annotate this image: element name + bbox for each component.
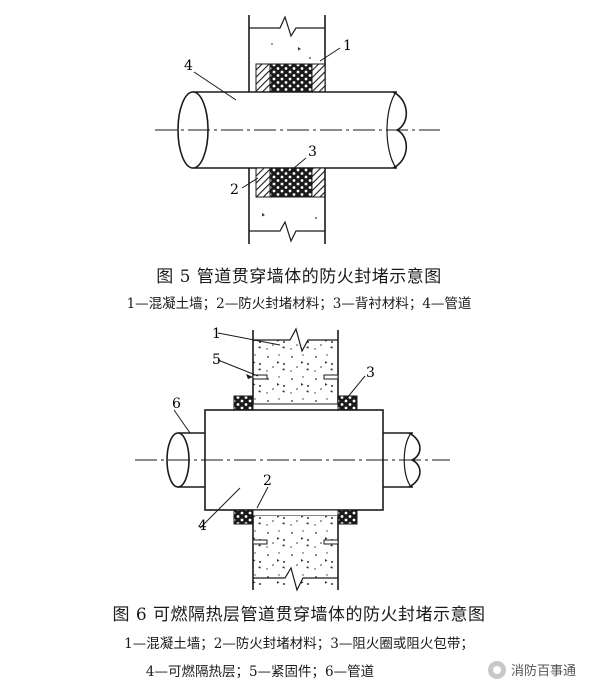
fig5-sealant-top-right xyxy=(311,63,326,93)
figure-6-legend-line1: 1—混凝土墙；2—防火封堵材料；3—阻火圈或阻火包带； xyxy=(124,636,474,652)
watermark: 消防百事通 xyxy=(488,660,576,679)
fig6-fastener-top-right xyxy=(323,374,339,380)
fig5-backing-top xyxy=(269,63,313,93)
figure-6-title: 图 6 可燃隔热层管道贯穿墙体的防火封堵示意图 xyxy=(112,605,486,625)
fig5-sealant-bottom-right xyxy=(311,167,326,198)
watermark-text: 消防百事通 xyxy=(511,664,577,679)
figure-5-title: 图 5 管道贯穿墙体的防火封堵示意图 xyxy=(156,267,442,287)
figure-5-legend: 1—混凝土墙；2—防火封堵材料；3—背衬材料；4—管道 xyxy=(126,296,472,312)
figure-5-drawing xyxy=(155,15,440,244)
fig6-label-5: 5 xyxy=(212,352,221,368)
fig5-label-3: 3 xyxy=(308,144,317,160)
fig5-sealant-bottom-left xyxy=(255,167,271,198)
fig6-fastener-bottom-right xyxy=(323,539,339,545)
fig5-backing-bottom xyxy=(269,167,313,198)
fig6-fastener-bottom-left xyxy=(252,539,268,545)
fig6-label-3: 3 xyxy=(366,365,375,381)
fig6-label-4: 4 xyxy=(198,518,207,534)
figure-6-drawing xyxy=(135,327,450,592)
fig5-sealant-top-left xyxy=(255,63,271,93)
fig5-label-4: 4 xyxy=(184,58,193,74)
figure-6-legend-line2: 4—可燃隔热层；5—紧固件；6—管道 xyxy=(145,664,375,680)
fig6-collar-bottom-right xyxy=(337,509,358,525)
fig6-label-1: 1 xyxy=(212,326,221,342)
fig6-collar-bottom-left xyxy=(233,509,254,525)
wechat-logo-icon xyxy=(488,660,506,679)
fig5-label-1: 1 xyxy=(343,38,352,54)
fig6-collar-top-left xyxy=(233,395,254,411)
fig6-label-2: 2 xyxy=(263,473,272,489)
fig6-fastener-top-left xyxy=(252,374,268,380)
fig5-label-2: 2 xyxy=(230,182,239,198)
fig6-label-6: 6 xyxy=(172,396,181,412)
